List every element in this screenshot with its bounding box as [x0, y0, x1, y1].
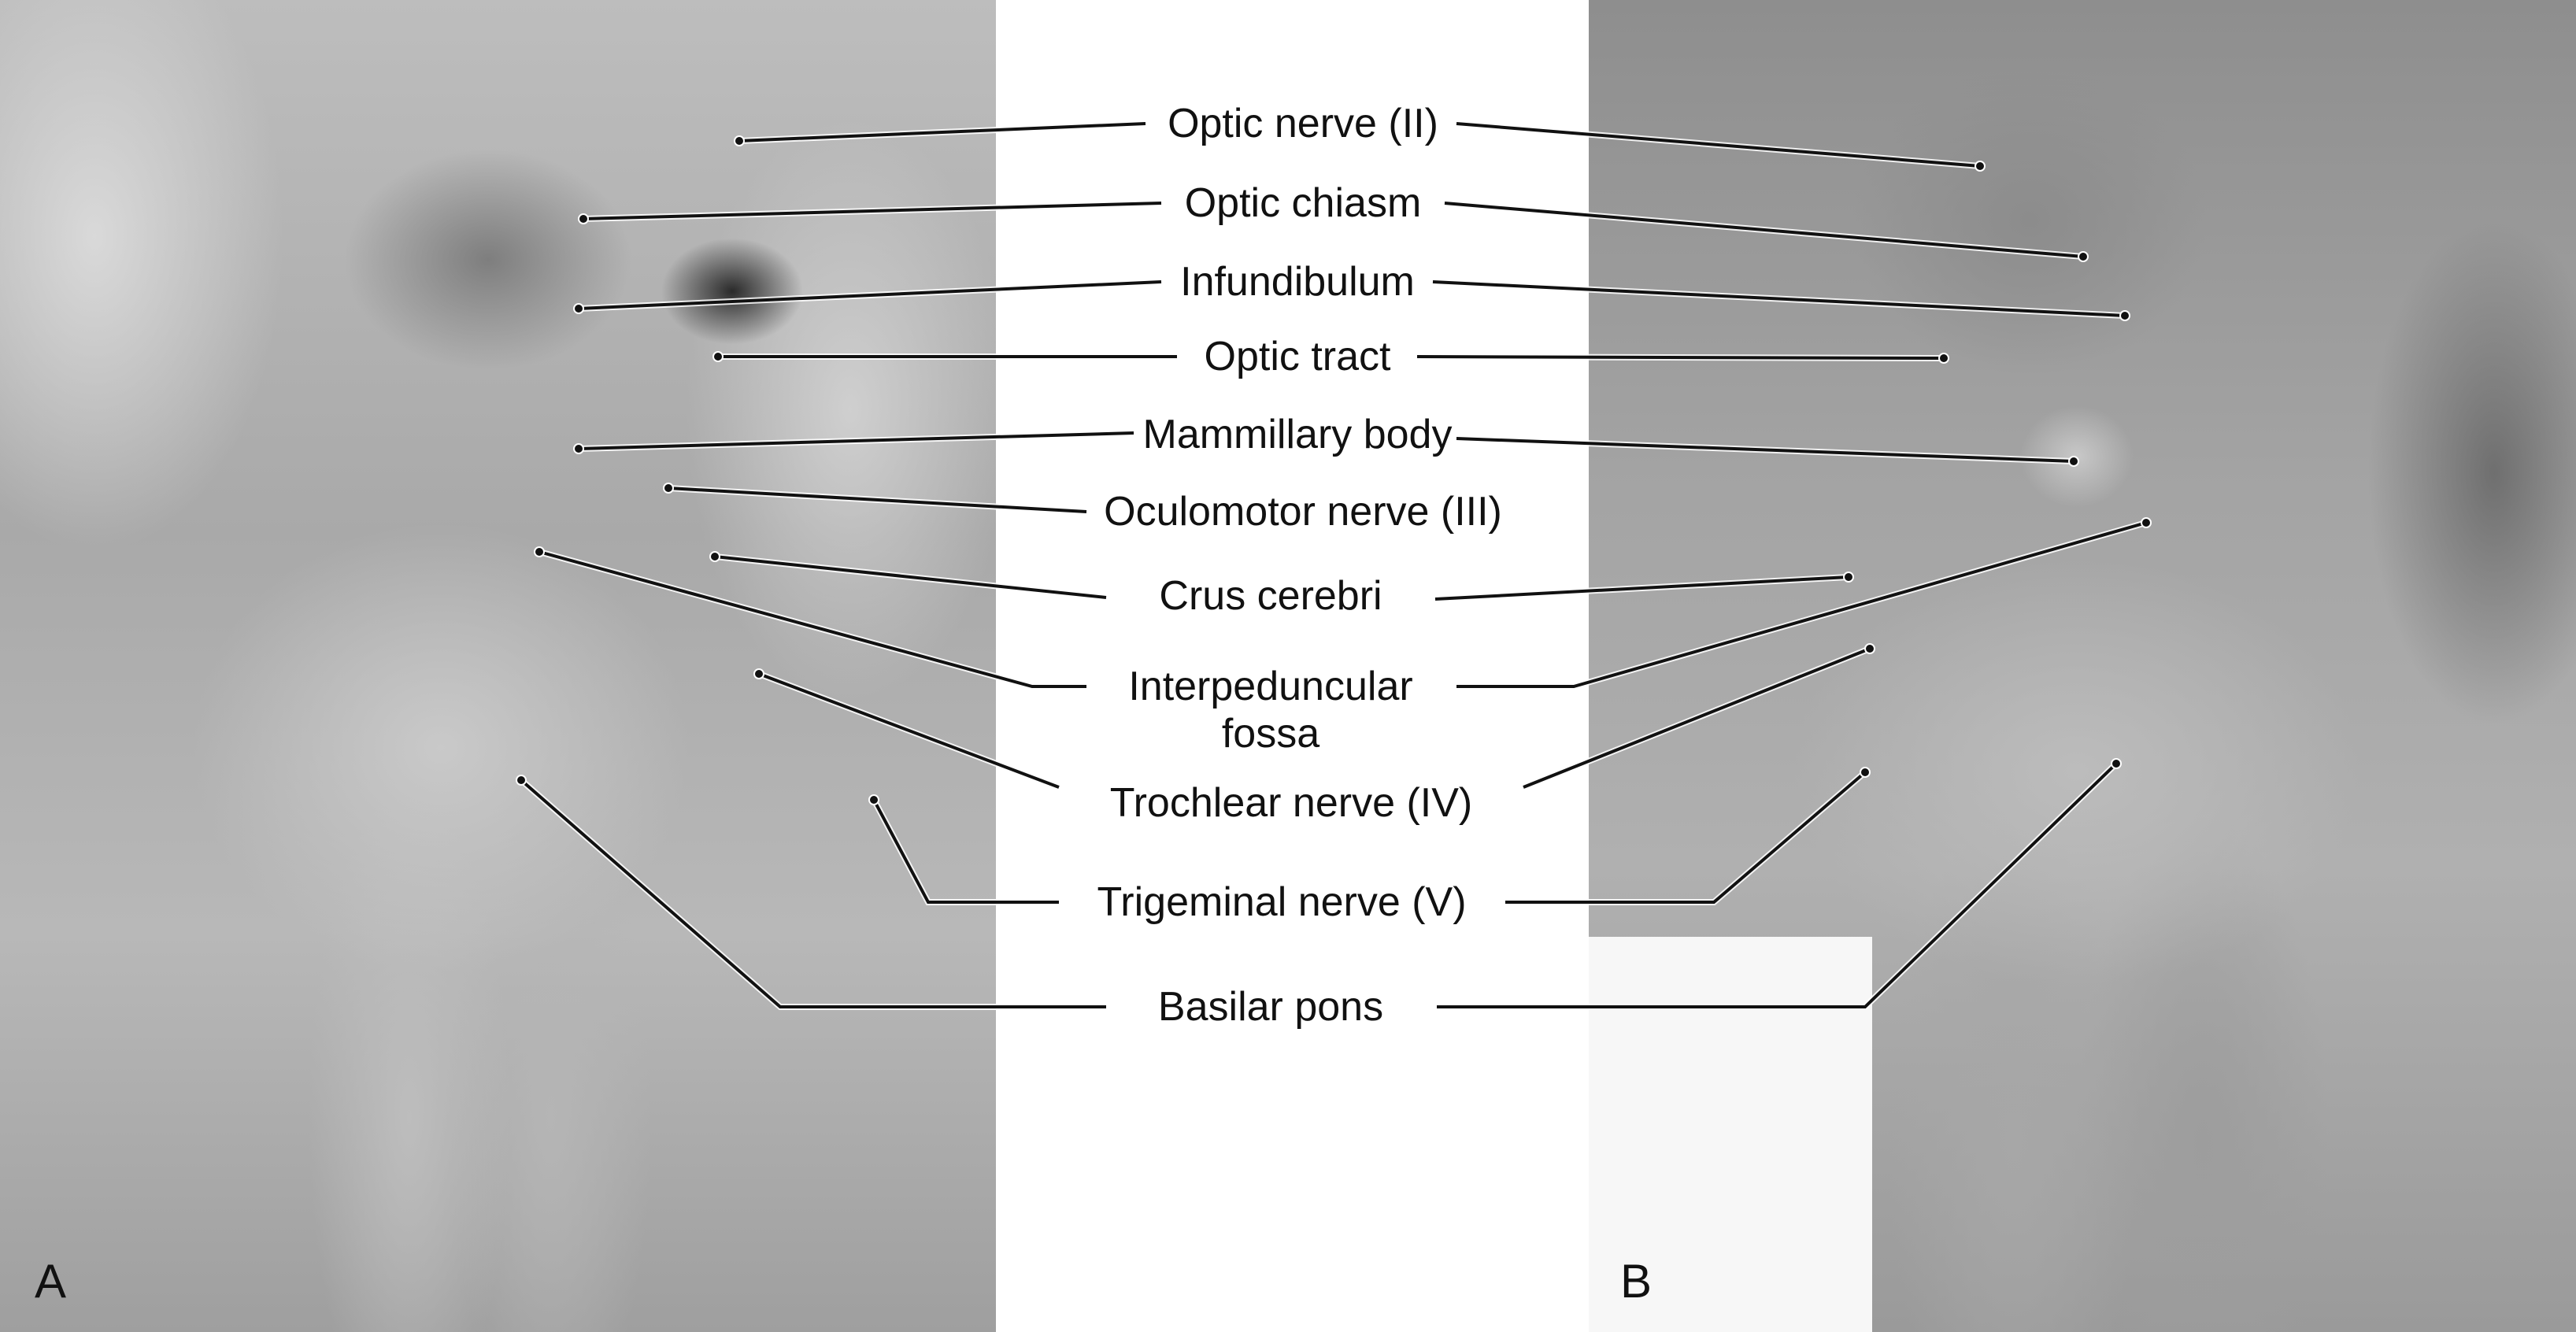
label-basilar-pons: Basilar pons	[1157, 984, 1384, 1030]
panel-letter-b: B	[1620, 1255, 1653, 1308]
panel-letter-a: A	[35, 1255, 67, 1308]
photo-panel-a	[0, 0, 996, 1332]
label-crus-cerebri: Crus cerebri	[1159, 573, 1382, 619]
label-interpeduncular-fossa-line1: Interpeduncular	[1128, 664, 1413, 709]
label-mammillary-body: Mammillary body	[1142, 412, 1453, 457]
label-oculomotor-nerve: Oculomotor nerve (III)	[1104, 489, 1502, 535]
label-optic-tract: Optic tract	[1204, 334, 1391, 379]
label-infundibulum: Infundibulum	[1180, 259, 1415, 305]
label-optic-nerve: Optic nerve (II)	[1168, 101, 1438, 146]
label-interpeduncular-fossa-line2: fossa	[1221, 711, 1320, 757]
label-trochlear-nerve: Trochlear nerve (IV)	[1109, 780, 1473, 826]
label-trigeminal-nerve: Trigeminal nerve (V)	[1097, 879, 1467, 925]
label-optic-chiasm: Optic chiasm	[1184, 180, 1422, 226]
photo-panel-b	[1589, 0, 2576, 1332]
